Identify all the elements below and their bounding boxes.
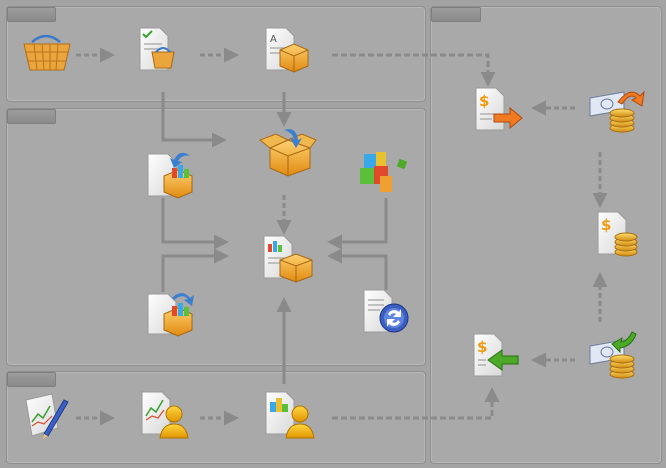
connector-shipping-to-invoice bbox=[332, 53, 496, 87]
connector-blocks-person-to-invoice-in bbox=[332, 387, 500, 420]
connector-send-box-to-report bbox=[161, 248, 229, 292]
shipping-document-box-icon[interactable]: A bbox=[265, 27, 309, 73]
svg-text:$: $ bbox=[479, 92, 489, 110]
connector-checklist-to-open-box bbox=[161, 92, 227, 148]
order-checklist-basket-icon[interactable] bbox=[139, 27, 175, 71]
chart-person-icon[interactable] bbox=[141, 391, 189, 439]
reports-panel-tab bbox=[7, 372, 56, 387]
svg-text:A: A bbox=[270, 34, 277, 45]
finance-panel-tab bbox=[431, 7, 481, 22]
cash-coins-outgoing-icon[interactable] bbox=[589, 90, 645, 133]
svg-text:$: $ bbox=[477, 338, 487, 356]
inventory-panel-tab bbox=[7, 109, 56, 124]
chart-pen-icon[interactable] bbox=[25, 393, 69, 439]
receive-box-icon[interactable] bbox=[147, 152, 193, 199]
invoice-outgoing-icon[interactable]: $ bbox=[475, 87, 523, 131]
inventory-report-box-icon[interactable] bbox=[263, 235, 313, 283]
connector-receive-box-to-report bbox=[161, 198, 229, 250]
invoice-incoming-icon[interactable]: $ bbox=[473, 333, 519, 377]
connector-blocks-to-report bbox=[327, 198, 388, 250]
blocks-person-icon[interactable] bbox=[265, 391, 315, 439]
connector-refresh-doc-to-report bbox=[327, 248, 388, 290]
cash-coins-incoming-icon[interactable] bbox=[589, 331, 637, 379]
colored-blocks-icon[interactable] bbox=[360, 152, 408, 192]
orders-panel-tab bbox=[7, 7, 56, 22]
send-box-icon[interactable] bbox=[147, 293, 194, 337]
svg-text:$: $ bbox=[601, 216, 611, 234]
connectors bbox=[76, 47, 608, 426]
shopping-basket-icon[interactable] bbox=[23, 34, 71, 71]
open-box-arrow-icon[interactable] bbox=[259, 129, 317, 177]
invoice-coins-icon[interactable]: $ bbox=[597, 211, 638, 257]
document-refresh-icon[interactable] bbox=[363, 289, 409, 333]
